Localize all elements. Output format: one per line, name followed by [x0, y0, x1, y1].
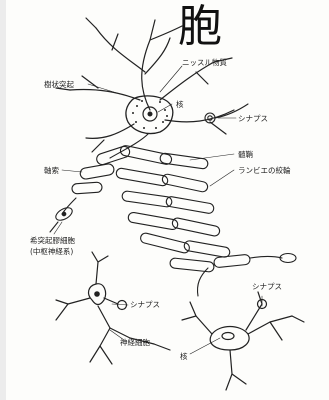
label-synapse-right: シナプス	[252, 282, 282, 291]
label-nucleus-top: 核	[176, 100, 184, 109]
label-ranvier: ランビエの絞輪	[238, 166, 291, 175]
label-myelin: 髄鞘	[238, 150, 253, 159]
label-nissl: ニッスル物質	[182, 58, 227, 67]
label-axon: 軸索	[44, 166, 59, 175]
label-neuron: 神経細胞	[120, 338, 150, 347]
label-oligo-2: (中枢神経系)	[30, 247, 73, 256]
label-nucleus-bottom: 核	[180, 352, 188, 361]
label-synapse-mid: シナプス	[130, 300, 160, 309]
myelinated-axon	[50, 134, 148, 232]
label-dendrite: 樹状突起	[44, 80, 74, 89]
neuron-lower-right	[154, 292, 304, 390]
soma-top	[126, 96, 173, 134]
label-oligo-1: 希突起膠細胞	[30, 236, 75, 245]
label-synapse-top: シナプス	[238, 114, 268, 123]
page-title: 胞	[150, 2, 250, 52]
leader-lines	[54, 66, 262, 354]
